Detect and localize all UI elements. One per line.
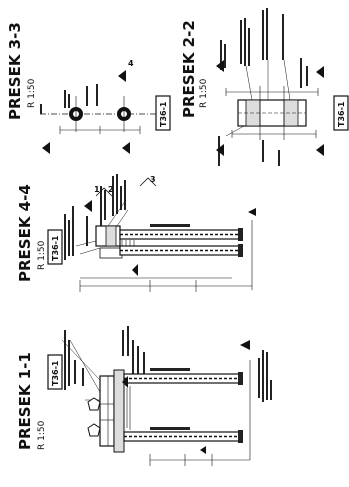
section-4-4-piles: [119, 224, 243, 257]
section-3-3: PRESEK 3-3 R 1:50 T36-1: [6, 22, 171, 154]
section-1-1-dimensions: [149, 360, 251, 466]
section-4-4-tag: T36-1: [47, 229, 63, 265]
section-2-2-leaders: [225, 59, 291, 137]
section-3-3-tag: T36-1: [155, 95, 171, 131]
section-1-1: PRESEK 1-1 R 1:50 T36-1: [16, 326, 272, 466]
section-3-3-piles: [40, 107, 156, 121]
svg-text:T36-1: T36-1: [51, 360, 60, 386]
section-4-4-note-lines: [64, 174, 126, 260]
section-2-2-scale: R 1:50: [199, 78, 209, 108]
section-2-2-cut-marks: [216, 60, 324, 156]
section-2-2-dimensions: [225, 86, 319, 140]
section-1-1-level-markers: [122, 340, 250, 454]
mark-1: 1: [94, 185, 100, 194]
section-2-2-title: PRESEK 2-2: [180, 20, 198, 118]
section-4-4-level-markers: [84, 200, 256, 276]
section-3-3-cut-marks: [42, 70, 130, 154]
section-1-1-scale: R 1:50: [37, 420, 47, 450]
section-4-4-dimensions: [79, 220, 253, 292]
section-4-4-cut-marks: 1 2 3: [94, 175, 157, 197]
section-1-1-footnote: [258, 350, 272, 402]
section-3-3-title: PRESEK 3-3: [6, 22, 24, 120]
section-2-2-tag: T36-1: [333, 95, 349, 131]
section-3-3-note-lines: [40, 84, 98, 114]
section-4-4: PRESEK 4-4 R 1:50 T36-1: [16, 174, 256, 292]
section-1-1-title: PRESEK 1-1: [16, 352, 34, 450]
section-2-2-note-lines: [218, 8, 308, 166]
section-1-1-ground: [123, 386, 131, 430]
section-2-2-cap: [237, 99, 307, 127]
section-3-3-scale: R 1:50: [27, 78, 37, 108]
section-1-1-piles: [123, 368, 243, 443]
mark-3: 3: [150, 175, 156, 184]
section-1-1-leaders: [61, 339, 101, 401]
section-1-1-note-lines: [64, 326, 145, 390]
mark-4: 4: [128, 59, 134, 68]
mark-2: 2: [108, 185, 114, 194]
section-1-1-rebar: [87, 397, 101, 437]
section-4-4-title: PRESEK 4-4: [16, 184, 34, 282]
svg-text:T36-1: T36-1: [337, 101, 346, 127]
svg-text:T36-1: T36-1: [159, 101, 168, 127]
section-4-4-scale: R 1:50: [37, 240, 47, 270]
section-4-4-ground: [121, 240, 135, 246]
section-1-1-deck: [99, 369, 125, 453]
section-1-1-tag: T36-1: [47, 354, 63, 390]
section-2-2: PRESEK 2-2 R 1:50 T36-1: [180, 8, 349, 166]
section-3-3-dimensions: [59, 96, 141, 134]
svg-text:T36-1: T36-1: [51, 235, 60, 261]
section-4-4-cap: [95, 225, 123, 259]
